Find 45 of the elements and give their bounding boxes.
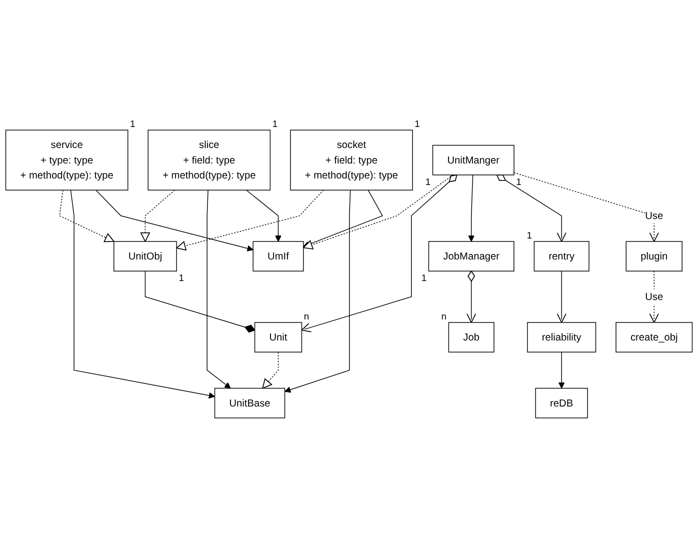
- node-box: Unit: [254, 322, 302, 352]
- node-box: socket + field: type + method(type): type: [290, 130, 413, 190]
- arrow: [140, 190, 176, 242]
- node-box: plugin: [626, 241, 682, 272]
- multiplicity-label: 1: [425, 176, 431, 188]
- node-box: service + type: type + method(type): type: [5, 130, 128, 190]
- node-box: create_obj: [616, 322, 693, 352]
- arrow: [176, 190, 324, 250]
- arrow: [556, 270, 566, 323]
- arrow: [514, 172, 659, 242]
- node-box: JobManager: [428, 241, 514, 272]
- arrow: [246, 190, 282, 242]
- multiplicity-label: 1: [516, 176, 522, 188]
- node-box: UmIf: [252, 241, 304, 272]
- node-box: UnitObj: [114, 241, 177, 272]
- node-box: Job: [448, 322, 494, 352]
- node-box: reDB: [535, 388, 588, 418]
- arrow: [96, 190, 254, 252]
- multiplicity-label: 1: [178, 272, 184, 284]
- node-box: UnitBase: [214, 388, 286, 418]
- multiplicity-label: 1: [421, 272, 427, 284]
- arrow: [206, 190, 231, 389]
- arrow: [59, 190, 114, 242]
- edge-label: Use: [645, 290, 664, 302]
- node-box: slice + field: type + method(type): type: [148, 130, 271, 190]
- multiplicity-label: 1: [272, 118, 278, 130]
- multiplicity-label: 1: [414, 118, 420, 130]
- arrow: [301, 174, 458, 332]
- arrow: [303, 190, 383, 248]
- edge-label: Use: [645, 210, 664, 222]
- connector: [144, 270, 256, 333]
- arrow: [70, 190, 216, 399]
- arrow: [496, 174, 566, 242]
- node-box: rentry: [534, 241, 590, 272]
- arrow: [468, 174, 474, 242]
- multiplicity-label: 1: [130, 118, 136, 130]
- arrow: [558, 352, 565, 389]
- arrow: [284, 190, 351, 393]
- arrow: [262, 352, 279, 389]
- multiplicity-label: n: [304, 310, 310, 322]
- node-box: reliability: [527, 322, 596, 352]
- node-box: UnitManger: [432, 144, 514, 176]
- multiplicity-label: 1: [526, 230, 532, 241]
- multiplicity-label: n: [441, 310, 447, 322]
- arrow: [466, 270, 476, 323]
